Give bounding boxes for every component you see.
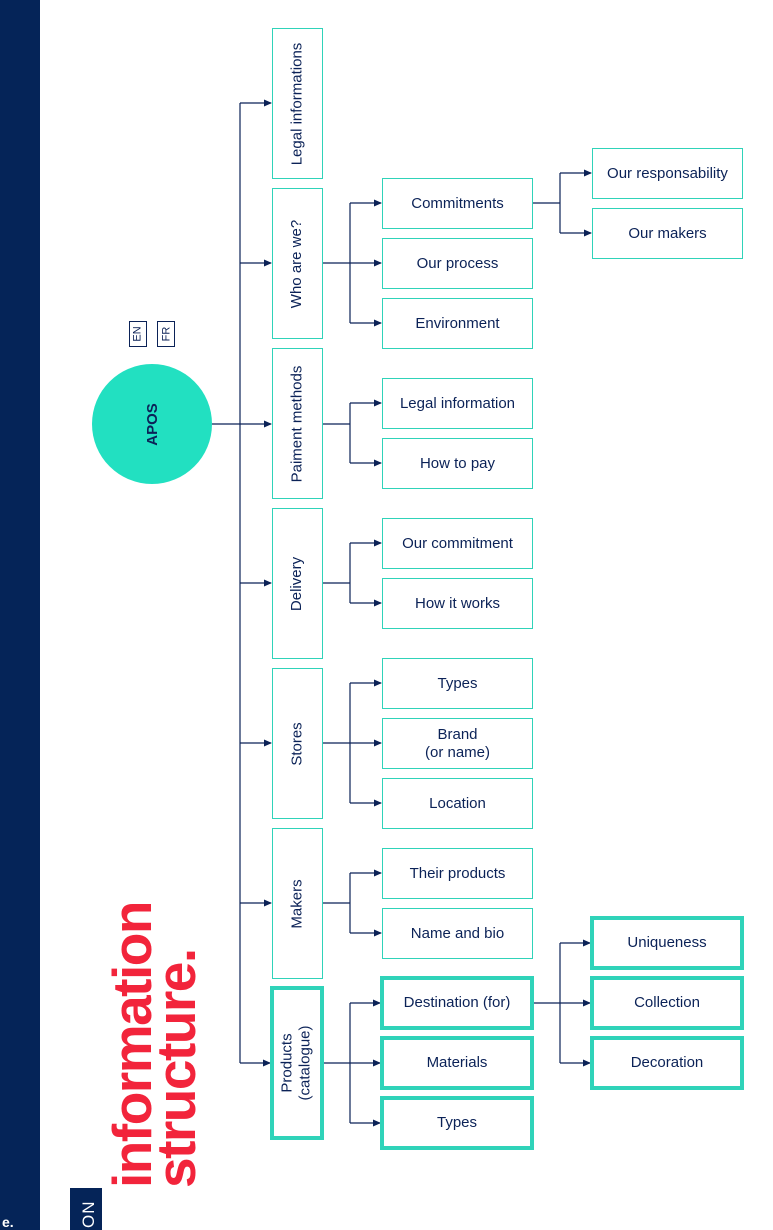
node-materials[interactable]: Materials [380, 1036, 534, 1090]
node-our-process[interactable]: Our process [382, 238, 533, 289]
node-environment[interactable]: Environment [382, 298, 533, 349]
sidebar: e. [0, 0, 40, 1230]
node-uniqueness[interactable]: Uniqueness [590, 916, 744, 970]
node-legal-informations[interactable]: Legal informations [272, 28, 323, 179]
node-product-types[interactable]: Types [380, 1096, 534, 1150]
sidebar-text: e. [2, 1214, 14, 1230]
section-tag: ON [70, 1188, 102, 1230]
node-name-and-bio[interactable]: Name and bio [382, 908, 533, 959]
root-label: APOS [143, 402, 161, 446]
node-our-responsability[interactable]: Our responsability [592, 148, 743, 199]
node-how-it-works[interactable]: How it works [382, 578, 533, 629]
node-brand[interactable]: Brand (or name) [382, 718, 533, 769]
node-decoration[interactable]: Decoration [590, 1036, 744, 1090]
node-how-to-pay[interactable]: How to pay [382, 438, 533, 489]
node-location[interactable]: Location [382, 778, 533, 829]
node-destination[interactable]: Destination (for) [380, 976, 534, 1030]
node-store-types[interactable]: Types [382, 658, 533, 709]
node-paiment-methods[interactable]: Paiment methods [272, 348, 323, 499]
node-our-makers[interactable]: Our makers [592, 208, 743, 259]
node-legal-information[interactable]: Legal information [382, 378, 533, 429]
node-makers[interactable]: Makers [272, 828, 323, 979]
node-products[interactable]: Products (catalogue) [270, 986, 324, 1140]
node-who-are-we[interactable]: Who are we? [272, 188, 323, 339]
language-fr[interactable]: FR [157, 321, 175, 347]
node-stores[interactable]: Stores [272, 668, 323, 819]
root-node: APOS [92, 364, 212, 484]
node-collection[interactable]: Collection [590, 976, 744, 1030]
node-delivery[interactable]: Delivery [272, 508, 323, 659]
language-en[interactable]: EN [129, 321, 147, 347]
node-our-commitment[interactable]: Our commitment [382, 518, 533, 569]
node-their-products[interactable]: Their products [382, 848, 533, 899]
node-commitments[interactable]: Commitments [382, 178, 533, 229]
